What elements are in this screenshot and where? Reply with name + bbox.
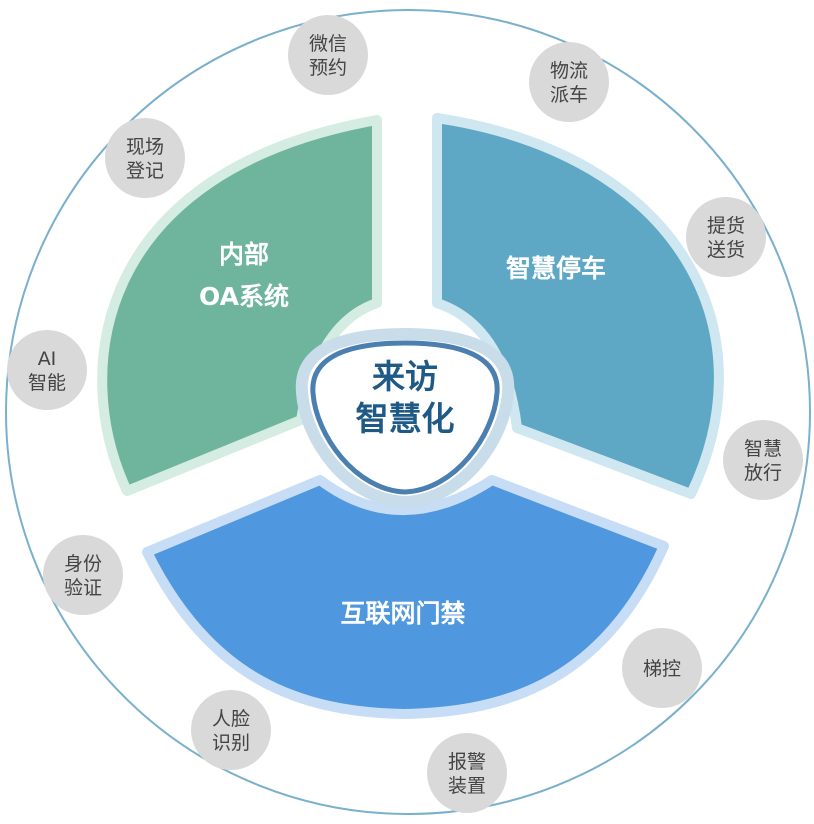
segment-oa-label-line2: OA系统	[199, 282, 289, 311]
segment-oa-label-line1: 内部	[219, 240, 269, 269]
bubble-alarm-device: 报警 装置	[427, 733, 507, 813]
bubble-label-line1: 报警	[448, 751, 486, 773]
bubble-logistics-dispatch: 物流 派车	[529, 42, 609, 122]
bubble-label-line2: 验证	[64, 577, 102, 599]
bubble-elevator-control: 梯控	[622, 628, 702, 708]
bubble-label-line2: 送货	[707, 239, 745, 261]
segment-parking-label: 智慧停车	[506, 254, 606, 283]
bubble-label-line1: 微信	[309, 33, 347, 55]
bubble-smart-release: 智慧 放行	[723, 420, 803, 500]
bubble-label-line2: 装置	[448, 775, 486, 797]
center-title-line1: 来访	[372, 357, 438, 396]
bubble-face-recognition: 人脸 识别	[191, 690, 271, 770]
bubble-wechat-booking: 微信 预约	[288, 15, 368, 95]
bubble-label-line2: 登记	[126, 160, 164, 182]
bubble-ai-smart: AI 智能	[7, 330, 87, 410]
bubble-onsite-registration: 现场 登记	[105, 118, 185, 198]
bubble-label-line1: 梯控	[643, 658, 681, 680]
bubble-label-line2: 识别	[212, 732, 250, 754]
bubble-pickup-delivery: 提货 送货	[686, 197, 766, 277]
bubble-label-line1: 身份	[64, 553, 102, 575]
bubble-label-line2: 预约	[309, 57, 347, 79]
segment-access-label: 互联网门禁	[340, 599, 465, 628]
bubble-id-verification: 身份 验证	[43, 535, 123, 615]
center-badge-ring	[310, 340, 500, 495]
bubble-label-line2: 智能	[28, 372, 66, 394]
segment-smart-parking	[432, 113, 724, 499]
center-title-line2: 智慧化	[356, 399, 455, 438]
segment-oa-system	[97, 115, 382, 496]
segment-internet-access	[142, 475, 669, 719]
bubble-label-line1: 现场	[126, 136, 164, 158]
bubble-label-line1: 智慧	[744, 438, 782, 460]
bubble-label-line1: 人脸	[212, 708, 250, 730]
bubble-label-line1: AI	[38, 348, 57, 370]
bubble-label-line2: 放行	[744, 462, 782, 484]
bubble-label-line1: 物流	[550, 60, 588, 82]
outer-ring	[5, 9, 811, 815]
bubble-label-line2: 派车	[550, 84, 588, 106]
bubble-label-line1: 提货	[707, 215, 745, 237]
